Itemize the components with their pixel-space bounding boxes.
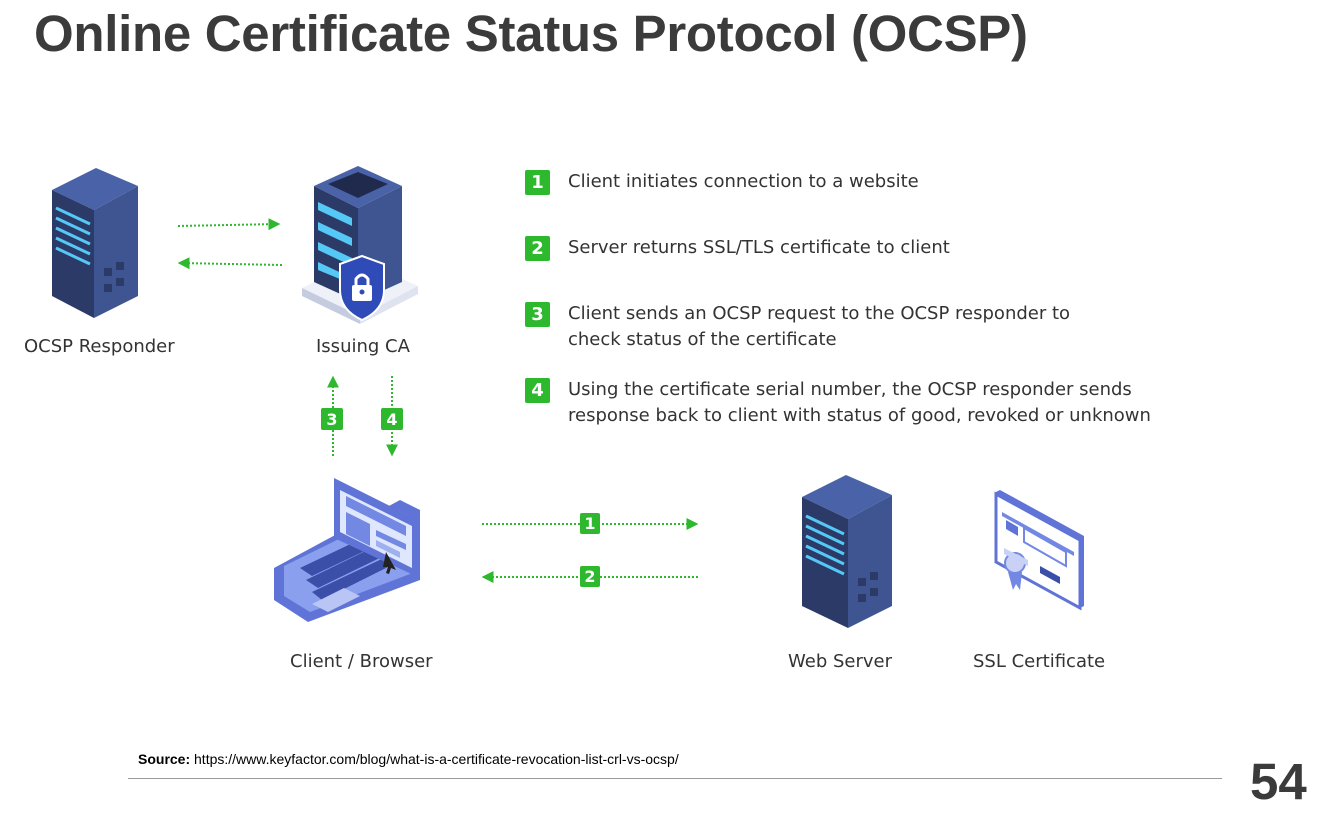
ocsp-responder-server-icon — [52, 168, 138, 318]
source-link[interactable]: https://www.keyfactor.com/blog/what-is-a… — [194, 751, 679, 767]
ocsp-responder-label: OCSP Responder — [24, 336, 175, 357]
step-1: 1 Client initiates connection to a websi… — [525, 169, 1168, 195]
step-1-text: Client initiates connection to a website — [568, 171, 919, 192]
svg-text:1: 1 — [584, 514, 595, 533]
web-server-icon — [802, 475, 892, 628]
source-citation: Source: https://www.keyfactor.com/blog/w… — [138, 751, 679, 767]
svg-text:3: 3 — [326, 410, 337, 429]
page-number: 54 — [1250, 753, 1307, 810]
svg-text:2: 2 — [584, 567, 595, 586]
ssl-certificate-icon — [994, 490, 1084, 611]
arrow-badge-4: 4 — [381, 408, 403, 430]
arrow-badge-1: 1 — [580, 513, 600, 534]
arrow-badge-2: 2 — [580, 566, 600, 587]
arrow-responder-to-ca — [177, 218, 281, 231]
step-3-badge: 3 — [525, 302, 550, 327]
client-browser-label: Client / Browser — [290, 651, 433, 672]
svg-text:4: 4 — [386, 410, 397, 429]
ssl-certificate-label: SSL Certificate — [973, 651, 1106, 672]
web-server-label: Web Server — [788, 651, 892, 672]
source-label: Source: — [138, 751, 191, 767]
step-2-badge: 2 — [525, 236, 550, 261]
step-2-text: Server returns SSL/TLS certificate to cl… — [568, 237, 950, 258]
arrow-ca-to-responder — [177, 257, 283, 270]
client-laptop-icon — [274, 478, 420, 622]
issuing-ca-server-icon — [302, 166, 418, 324]
step-4-text: Using the certificate serial number, the… — [568, 379, 1151, 426]
step-3: 3 Client sends an OCSP request to the OC… — [525, 301, 1128, 353]
issuing-ca-label: Issuing CA — [316, 336, 410, 357]
page-title: Online Certificate Status Protocol (OCSP… — [34, 5, 1028, 62]
step-4: 4 Using the certificate serial number, t… — [525, 377, 1158, 429]
step-2: 2 Server returns SSL/TLS certificate to … — [525, 235, 1168, 261]
step-4-badge: 4 — [525, 378, 550, 403]
step-3-text: Client sends an OCSP request to the OCSP… — [568, 303, 1071, 350]
arrow-badge-3: 3 — [321, 408, 343, 430]
footer-divider — [128, 778, 1222, 779]
step-1-badge: 1 — [525, 170, 550, 195]
